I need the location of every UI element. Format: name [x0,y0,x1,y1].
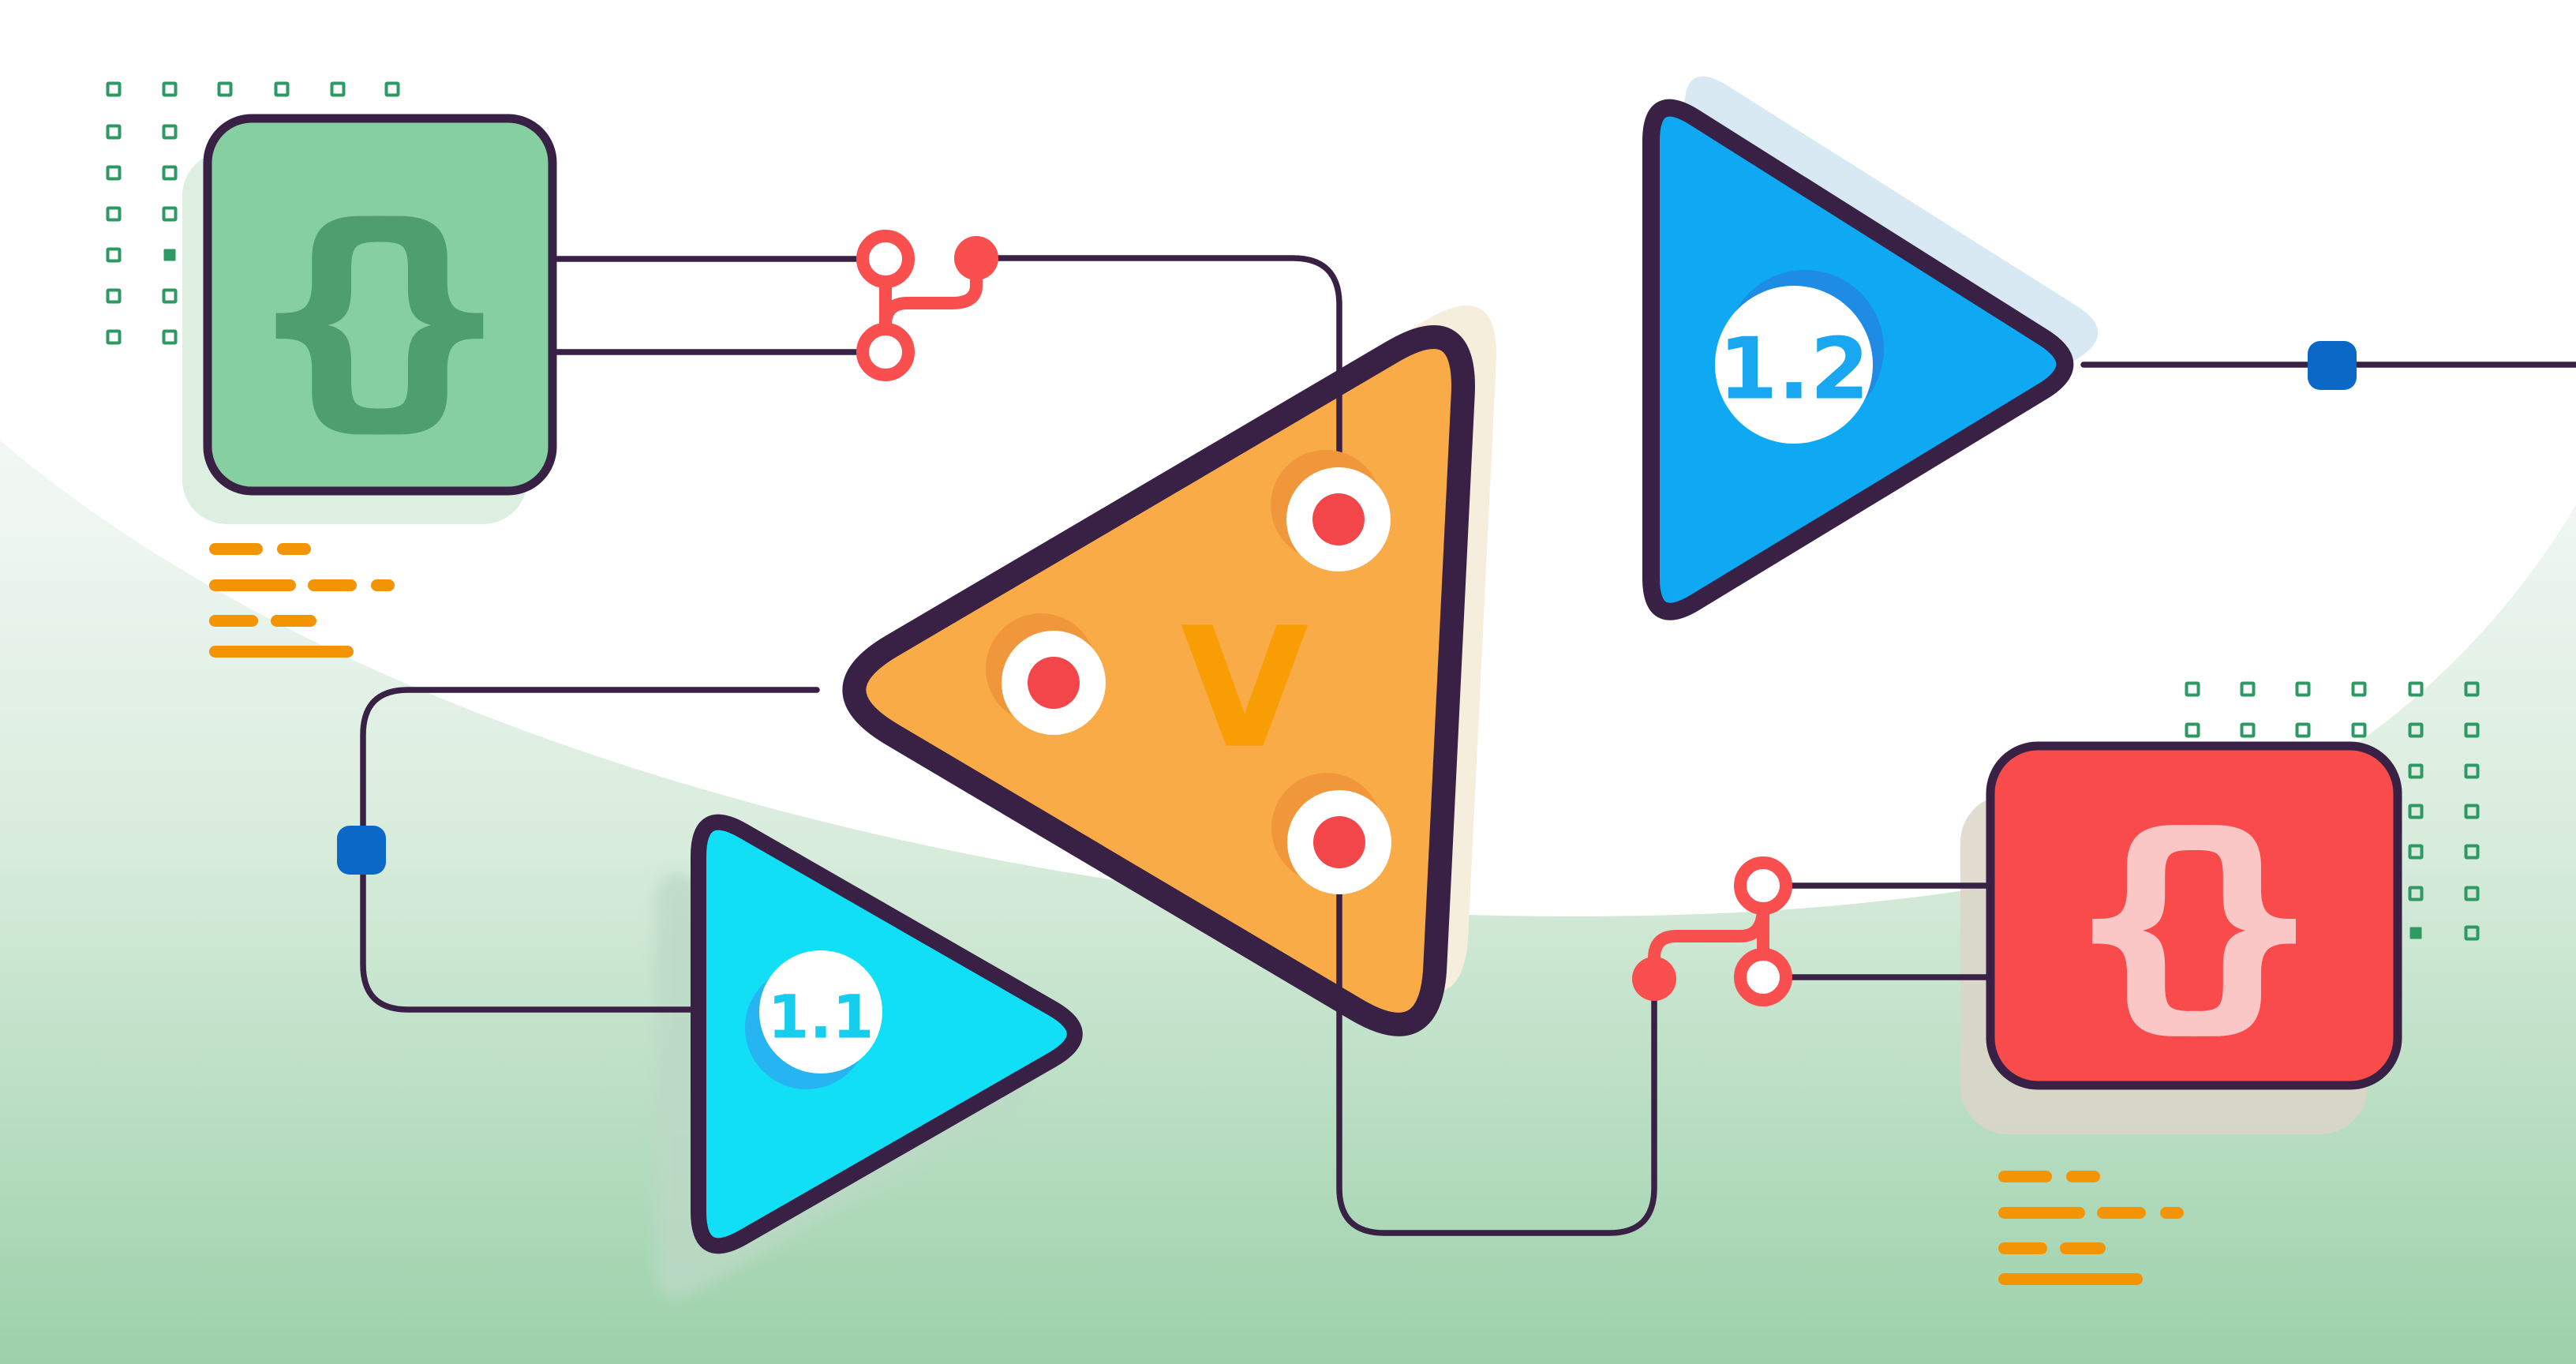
commit-dot-left [986,613,1106,735]
version-1-1-body [691,814,1083,1254]
grid-dot [106,165,122,181]
grid-dot [2295,722,2311,738]
red-code-block [1960,741,2402,1134]
commit-dots [986,450,1391,894]
wire-main-to-merge [1336,839,1657,1236]
grid-dot [2408,681,2424,697]
code-dash [2160,1207,2184,1219]
git-merge-head-dot [1632,957,1676,1001]
code-dashes-left [209,543,395,658]
connector-node-right [2308,341,2357,390]
commit-dot-core [1313,816,1365,868]
badge-circle [759,950,882,1074]
grid-dot [2464,886,2480,901]
code-dash [209,615,258,627]
grid-dot [384,81,400,97]
grid-dot [2240,681,2256,697]
grid-dot [106,247,122,263]
git-merge-node-top [1734,856,1792,915]
dot-grid-left-pattern [106,81,400,345]
code-dash [209,579,296,591]
main-version-letter: V [1181,592,1309,785]
version-1-2-badge: 1.2 [1715,270,1884,444]
grid-dot [106,206,122,222]
version-1-1-label: 1.1 [768,982,874,1052]
commit-dot-bottom [1271,773,1391,894]
grid-dot [2185,681,2200,697]
git-branch-head-dot [954,236,998,280]
code-dash [2097,1207,2146,1219]
grid-dot [2464,844,2480,860]
grid-dot [2408,804,2424,819]
grid-dot [2464,763,2480,779]
grid-dot [162,165,178,181]
code-dashes-right [1998,1171,2184,1285]
grid-dot [2408,763,2424,779]
grid-dot [2240,722,2256,738]
grid-dot [2408,844,2424,860]
grid-dot [2464,804,2480,819]
grid-dot [2351,681,2367,697]
code-dash [209,543,263,555]
commit-dot-core [1312,493,1365,545]
code-dash [371,579,395,591]
code-dash [271,615,316,627]
green-brace-left: { [246,177,415,452]
grid-dot [2408,722,2424,738]
grid-dot [162,124,178,140]
git-merge-node-bottom [1734,948,1792,1006]
git-branch-node-top [856,230,915,288]
red-code-block-body [1986,741,2402,1090]
connector-node-left [337,826,386,875]
code-dash [209,646,354,658]
grid-dot [2409,927,2422,939]
grid-dot [274,81,290,97]
code-dash [277,543,311,555]
version-1-2-label: 1.2 [1718,320,1869,419]
grid-dot [2185,722,2200,738]
grid-dot [162,81,178,97]
version-1-1-triangle [655,814,1083,1298]
red-brace-left: { [2064,788,2226,1054]
code-dash [1998,1242,2047,1254]
badge-circle [1715,286,1873,444]
grid-dot [162,329,178,345]
code-dash [2066,1171,2100,1182]
grid-dot [217,81,233,97]
git-merge-icon [1632,856,1792,1006]
green-brace-right: } [344,177,513,452]
grid-dot [2295,681,2311,697]
green-code-block [182,114,557,524]
code-dash [1998,1273,2143,1285]
git-branch-node-bottom [856,323,915,381]
grid-dot [2408,886,2424,901]
grid-dot [106,329,122,345]
grid-dot [330,81,346,97]
grid-dot [106,124,122,140]
code-dash [1998,1171,2052,1182]
connector-wires [360,255,2576,1236]
commit-dot-core [1028,657,1080,709]
green-code-block-body [203,114,557,496]
version-1-1-badge: 1.1 [745,950,882,1089]
grid-dot [2464,925,2480,941]
dot-grid-right-pattern [2185,681,2480,941]
wire-branch-to-main [995,255,1342,523]
grid-dot [163,249,176,261]
grid-dot [2464,681,2480,697]
grid-dot [162,288,178,304]
code-dash [308,579,357,591]
grid-dot [2464,722,2480,738]
commit-dot-top [1271,450,1391,571]
grid-dot [106,288,122,304]
grid-dot [106,81,122,97]
git-branch-icon [856,230,998,381]
grid-dot [2351,722,2367,738]
code-dash [2060,1242,2106,1254]
red-brace-right: } [2162,788,2324,1054]
grid-dot [162,206,178,222]
code-dash [1998,1207,2085,1219]
